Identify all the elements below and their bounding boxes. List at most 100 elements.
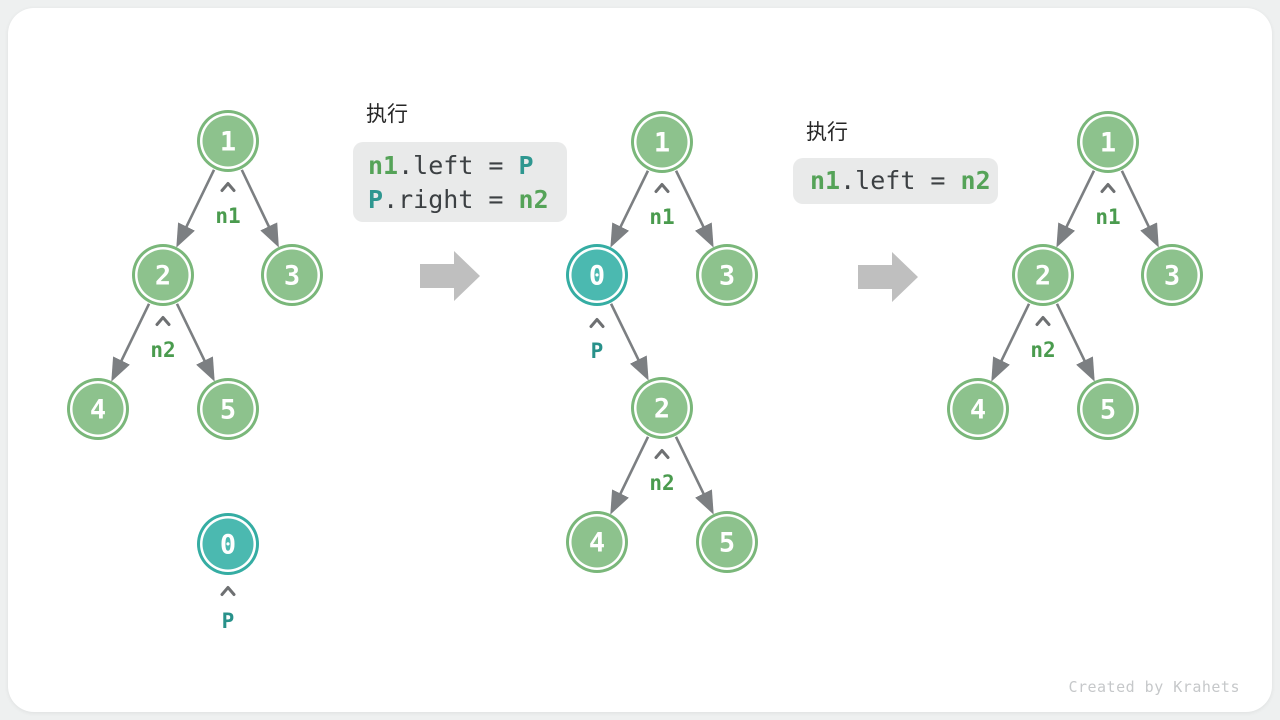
pointer-label-n1: n1 — [1095, 205, 1120, 229]
node-disc — [571, 249, 623, 301]
code-token: n2 — [518, 185, 549, 214]
tree-edge-2-4 — [991, 303, 1031, 382]
transition-arrow-1-icon — [420, 251, 480, 301]
node-value: 5 — [220, 395, 236, 426]
tree-node-5: 5 — [696, 511, 758, 573]
code-token: P — [518, 151, 534, 180]
tree-edge-2-5 — [674, 436, 714, 515]
tree-edge-2-4 — [610, 436, 650, 515]
node-value: 2 — [155, 261, 171, 292]
node-value: 2 — [1035, 261, 1051, 292]
node-value: 3 — [1164, 261, 1180, 292]
tree-edge-2-5 — [1055, 303, 1095, 382]
pointer-label-n2: n2 — [150, 338, 175, 362]
node-disc — [701, 249, 753, 301]
node-value: 0 — [589, 261, 605, 292]
code-token: n1 — [368, 151, 399, 180]
tree-node-0: 0 — [197, 513, 259, 575]
code-block-2: n1.left = n2 — [793, 158, 998, 204]
tree-node-5: 5 — [197, 378, 259, 440]
node-disc — [202, 518, 254, 570]
tree-node-1: 1 — [631, 111, 693, 173]
node-value: 1 — [654, 128, 670, 159]
code-token: n1 — [810, 166, 841, 195]
tree-final: 1 2 3 4 5 n1 n2 — [947, 111, 1203, 440]
tree-node-5: 5 — [1077, 378, 1139, 440]
tree-initial: 1 2 3 4 5 0 n1 n2P — [67, 110, 323, 633]
node-disc — [266, 249, 318, 301]
pointer-label-n1: n1 — [215, 204, 240, 228]
tree-node-2: 2 — [132, 244, 194, 306]
code-line: n1.left = n2 — [810, 164, 998, 198]
node-value: 3 — [719, 261, 735, 292]
tree-edge-2-5 — [175, 303, 215, 382]
node-disc — [202, 383, 254, 435]
node-value: 5 — [719, 528, 735, 559]
pointer-caret-icon — [1100, 183, 1116, 193]
code-token: .left = — [840, 166, 961, 195]
code-token: n2 — [960, 166, 991, 195]
code-token: .right = — [383, 185, 519, 214]
node-value: 3 — [284, 261, 300, 292]
node-value: 4 — [970, 395, 986, 426]
tree-node-1: 1 — [1077, 111, 1139, 173]
tree-node-4: 4 — [947, 378, 1009, 440]
tree-edge-0-2 — [609, 303, 649, 381]
node-value: 2 — [654, 394, 670, 425]
node-value: 1 — [220, 127, 236, 158]
tree-node-4: 4 — [67, 378, 129, 440]
tree-node-2: 2 — [1012, 244, 1074, 306]
node-disc — [636, 116, 688, 168]
tree-node-0: 0 — [566, 244, 628, 306]
node-disc — [1146, 249, 1198, 301]
tree-edge-2-4 — [111, 303, 151, 382]
node-disc — [701, 516, 753, 568]
tree-node-2: 2 — [631, 377, 693, 439]
tree-edge-1-3 — [1120, 170, 1159, 248]
tree-edge-1-3 — [674, 170, 714, 248]
tree-node-1: 1 — [197, 110, 259, 172]
node-value: 4 — [589, 528, 605, 559]
code-block-1-heading: 执行 — [366, 103, 408, 126]
pointer-label-n2: n2 — [649, 471, 674, 495]
node-disc — [571, 516, 623, 568]
transition-arrow-2-icon — [858, 252, 918, 302]
node-value: 5 — [1100, 395, 1116, 426]
node-disc — [636, 382, 688, 434]
tree-edge-1-2 — [1056, 170, 1096, 248]
tree-edge-1-2 — [176, 169, 216, 248]
tree-node-3: 3 — [696, 244, 758, 306]
tree-edge-1-3 — [240, 169, 279, 248]
node-disc — [202, 115, 254, 167]
node-value: 1 — [1100, 128, 1116, 159]
pointer-label-P: P — [591, 339, 604, 363]
code-block-2-heading: 执行 — [806, 121, 848, 144]
node-value: 0 — [220, 530, 236, 561]
pointer-caret-icon — [220, 182, 236, 192]
pointer-caret-icon — [220, 586, 236, 596]
node-disc — [1082, 116, 1134, 168]
tree-edge-1-0 — [610, 170, 650, 248]
tree-node-3: 3 — [261, 244, 323, 306]
tree-node-4: 4 — [566, 511, 628, 573]
pointer-label-P: P — [222, 609, 235, 633]
pointer-caret-icon — [589, 318, 605, 328]
watermark-text: Created by Krahets — [1068, 678, 1240, 696]
code-token: .left = — [398, 151, 519, 180]
node-disc — [952, 383, 1004, 435]
node-disc — [137, 249, 189, 301]
pointer-caret-icon — [1035, 316, 1051, 326]
code-line: n1.left = P — [368, 149, 567, 183]
code-token: P — [368, 185, 384, 214]
pointer-caret-icon — [155, 316, 171, 326]
pointer-caret-icon — [654, 183, 670, 193]
node-disc — [1017, 249, 1069, 301]
code-line: P.right = n2 — [368, 183, 567, 217]
node-value: 4 — [90, 395, 106, 426]
pointer-caret-icon — [654, 449, 670, 459]
node-disc — [72, 383, 124, 435]
